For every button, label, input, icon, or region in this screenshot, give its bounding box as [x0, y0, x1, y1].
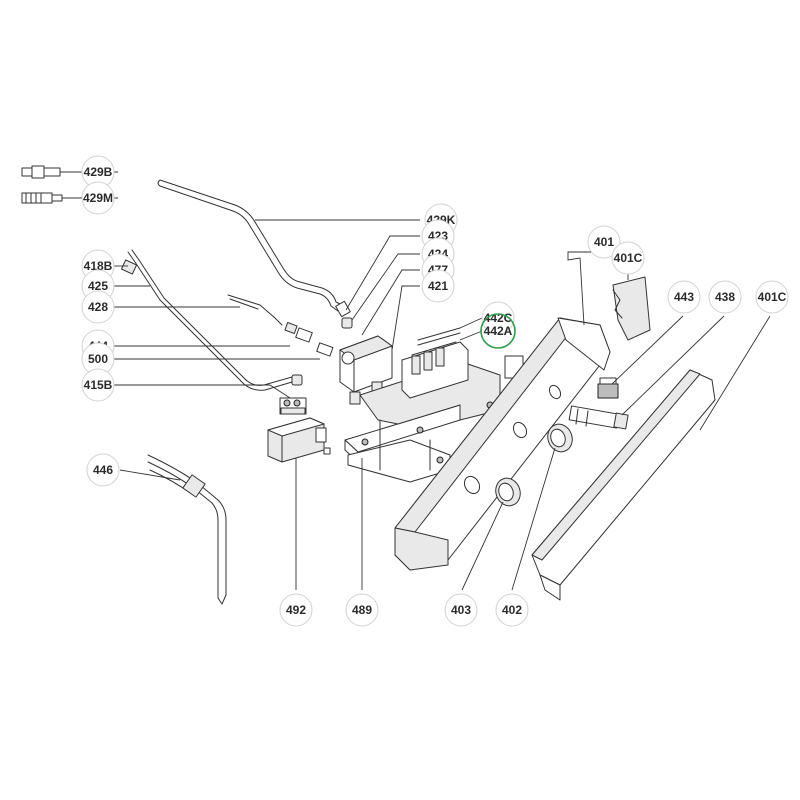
svg-text:442C: 442C	[484, 311, 513, 325]
part-442-rods	[411, 327, 461, 356]
callout-401: 401	[587, 225, 621, 259]
svg-text:401C: 401C	[614, 251, 643, 265]
svg-text:489: 489	[352, 603, 372, 617]
callout-443: 443	[667, 280, 701, 314]
part-489-bracket	[344, 341, 524, 483]
svg-text:421: 421	[428, 279, 448, 293]
part-421-gas-valve	[339, 335, 393, 405]
svg-text:492: 492	[286, 603, 306, 617]
part-444-injector	[284, 322, 313, 343]
callout-401C-right: 401C	[755, 280, 789, 314]
svg-text:442A: 442A	[484, 324, 513, 338]
part-438-spindle	[568, 405, 629, 430]
part-415B-terminal	[279, 397, 307, 415]
svg-text:428: 428	[88, 300, 108, 314]
callout-401C-top: 401C	[611, 241, 645, 275]
part-402-knob	[547, 423, 573, 453]
svg-text:403: 403	[451, 603, 471, 617]
callout-421: 421	[421, 269, 455, 303]
part-401-control-panel	[394, 317, 611, 571]
callout-438: 438	[708, 280, 742, 314]
callout-442C: 442C	[481, 301, 515, 335]
part-492-ignition-module	[267, 417, 331, 463]
svg-text:418B: 418B	[84, 259, 113, 273]
part-446-hose	[147, 454, 227, 605]
callout-492: 492	[279, 593, 313, 627]
part-429K-pipe	[157, 179, 353, 329]
svg-text:429M: 429M	[83, 191, 113, 205]
svg-text:446: 446	[93, 463, 113, 477]
part-401C-cover-strip	[531, 369, 716, 601]
svg-text:401: 401	[594, 235, 614, 249]
part-428-wire	[227, 294, 283, 326]
callout-402: 402	[495, 593, 529, 627]
leader-lines	[82, 171, 771, 591]
callout-446: 446	[86, 453, 120, 487]
svg-text:402: 402	[502, 603, 522, 617]
svg-text:429B: 429B	[84, 165, 113, 179]
svg-text:438: 438	[715, 290, 735, 304]
part-429B-connector	[21, 165, 82, 179]
part-443-switch	[597, 377, 619, 399]
callout-403: 403	[444, 593, 478, 627]
svg-text:443: 443	[674, 290, 694, 304]
callout-415B: 415B	[81, 368, 115, 402]
part-429M-connector	[21, 192, 82, 204]
part-425-thermocouple	[120, 249, 303, 391]
part-401C-clip	[612, 276, 651, 341]
svg-text:415B: 415B	[84, 378, 113, 392]
part-403-knob	[495, 477, 521, 507]
svg-text:425: 425	[88, 279, 108, 293]
callout-442A-highlighted: 442A	[480, 313, 516, 349]
callout-428: 428	[81, 290, 115, 324]
svg-text:401C: 401C	[758, 290, 787, 304]
part-500-nozzle	[316, 342, 334, 357]
callout-429M: 429M	[81, 181, 115, 215]
svg-text:500: 500	[88, 352, 108, 366]
callout-489: 489	[345, 593, 379, 627]
